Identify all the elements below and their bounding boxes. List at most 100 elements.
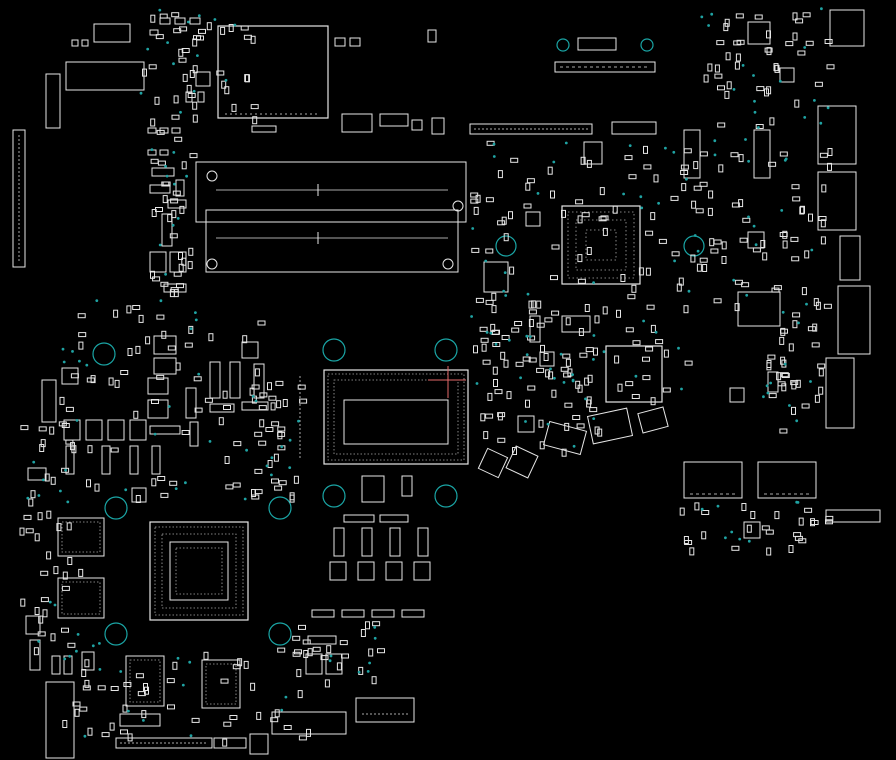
- passive-component: [735, 13, 744, 19]
- via: [368, 661, 371, 665]
- via: [780, 209, 784, 212]
- passive-component: [169, 289, 175, 298]
- passive-component: [38, 426, 47, 432]
- left-edge-connector: [12, 129, 26, 268]
- via: [197, 14, 201, 18]
- passive-component: [250, 682, 256, 691]
- passive-component: [50, 476, 56, 485]
- passive-component: [492, 342, 501, 347]
- passive-component: [162, 195, 168, 204]
- via: [536, 192, 540, 195]
- passive-component: [176, 283, 184, 289]
- passive-component: [86, 479, 91, 488]
- passive-component: [294, 649, 302, 655]
- passive-component: [151, 209, 157, 217]
- passive-component: [813, 298, 819, 307]
- via: [64, 468, 67, 472]
- top-center-chip: [217, 25, 445, 135]
- passive-component: [161, 181, 170, 187]
- passive-component: [792, 32, 798, 41]
- memory-slots: [195, 161, 467, 273]
- passive-component: [78, 341, 84, 350]
- passive-component: [602, 227, 608, 236]
- passive-component: [804, 507, 813, 513]
- passive-component: [232, 664, 241, 670]
- passive-component: [61, 423, 70, 428]
- passive-component: [135, 345, 141, 354]
- passive-component: [797, 50, 806, 56]
- passive-component: [646, 304, 655, 310]
- passive-component: [298, 624, 306, 630]
- right-middle-chip: [477, 345, 669, 479]
- passive-component: [37, 512, 43, 521]
- passive-component: [742, 217, 751, 223]
- passive-component: [624, 155, 633, 161]
- passive-component: [275, 380, 284, 386]
- passive-component: [277, 647, 286, 653]
- passive-component: [683, 536, 689, 544]
- via: [142, 719, 145, 722]
- via: [288, 438, 292, 442]
- passive-component: [109, 722, 115, 731]
- via: [747, 215, 750, 219]
- passive-component: [282, 399, 288, 407]
- via: [781, 310, 785, 314]
- via: [696, 249, 700, 253]
- passive-component: [152, 276, 161, 282]
- passive-component: [776, 372, 782, 381]
- passive-component: [485, 197, 494, 203]
- passive-component: [204, 397, 213, 403]
- passive-component: [220, 26, 226, 35]
- passive-component: [482, 359, 491, 365]
- via: [59, 489, 62, 493]
- passive-component: [78, 568, 84, 577]
- passive-component: [126, 305, 132, 314]
- passive-component: [718, 164, 724, 173]
- passive-component: [827, 148, 833, 156]
- passive-component: [59, 396, 65, 405]
- passive-component: [90, 375, 96, 384]
- via: [754, 243, 758, 247]
- passive-component: [320, 655, 329, 661]
- via: [592, 281, 595, 284]
- passive-component: [768, 393, 777, 399]
- passive-component: [788, 343, 794, 352]
- passive-component: [471, 247, 480, 253]
- passive-component: [97, 685, 106, 691]
- passive-component: [470, 198, 479, 204]
- via: [62, 360, 66, 364]
- passive-component: [312, 646, 321, 652]
- vram-chips: [57, 517, 241, 709]
- via: [196, 54, 199, 57]
- passive-component: [66, 522, 72, 531]
- via: [752, 224, 756, 228]
- passive-component: [307, 648, 313, 657]
- passive-component: [259, 419, 265, 428]
- passive-component: [19, 527, 25, 536]
- passive-component: [709, 238, 715, 247]
- passive-component: [525, 399, 530, 408]
- via: [208, 440, 212, 443]
- passive-component: [172, 190, 181, 196]
- passive-component: [563, 372, 572, 378]
- passive-component: [289, 494, 295, 503]
- passive-component: [724, 90, 730, 99]
- passive-component: [206, 22, 212, 31]
- via: [762, 395, 765, 399]
- via: [68, 654, 72, 658]
- passive-component: [792, 12, 798, 21]
- passive-component: [56, 523, 62, 532]
- passive-component: [785, 41, 794, 47]
- via: [75, 419, 79, 422]
- passive-component: [143, 683, 148, 691]
- passive-component: [243, 34, 252, 40]
- via: [784, 157, 788, 161]
- passive-component: [28, 498, 34, 507]
- via: [213, 18, 217, 21]
- passive-component: [274, 709, 280, 718]
- via: [640, 206, 644, 210]
- passive-component: [110, 447, 119, 453]
- passive-component: [512, 447, 517, 455]
